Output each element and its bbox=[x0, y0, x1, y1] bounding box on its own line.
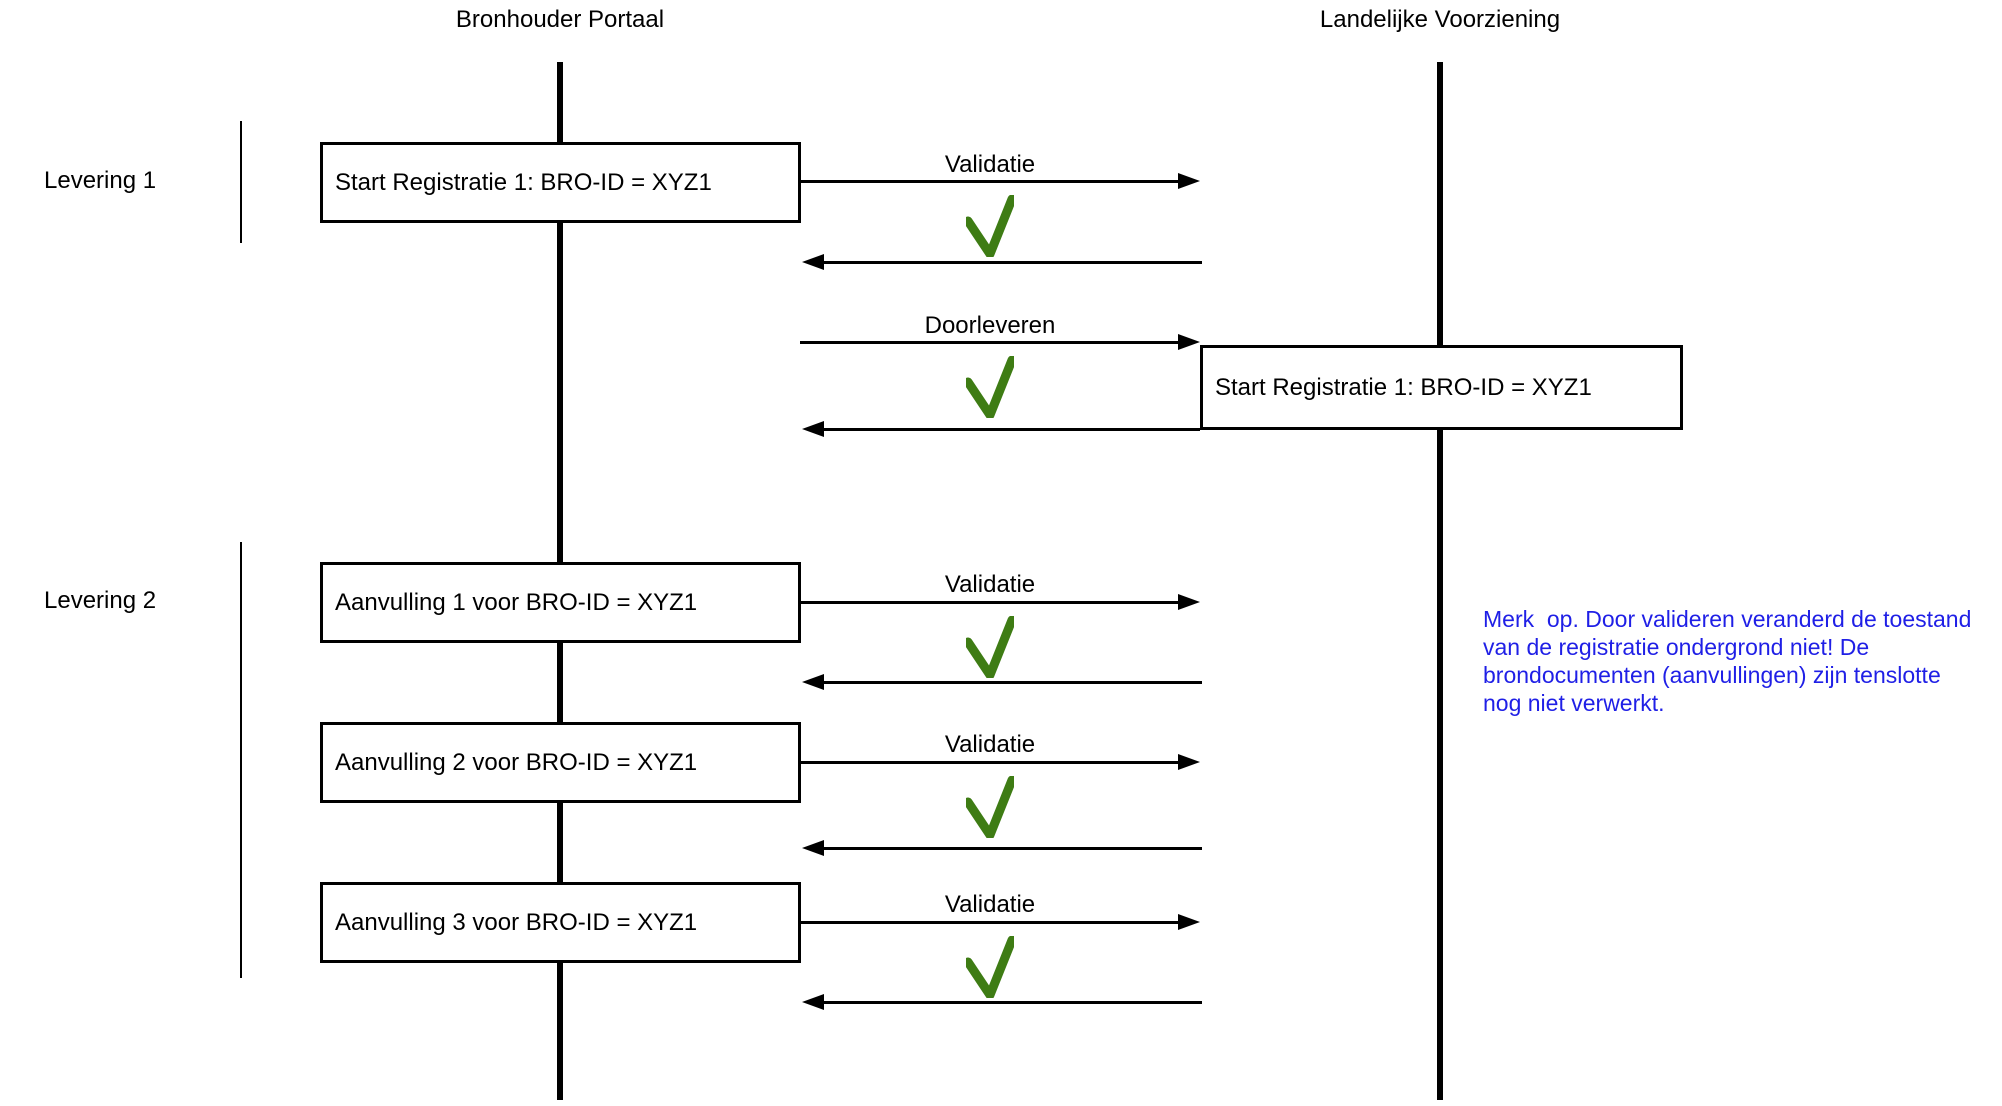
box-start-registratie-right-text: Start Registratie 1: BRO-ID = XYZ1 bbox=[1215, 373, 1592, 401]
arrow-validatie-3-return bbox=[822, 847, 1202, 850]
box-aanvulling-3: Aanvulling 3 voor BRO-ID = XYZ1 bbox=[320, 882, 801, 963]
box-aanvulling-1-text: Aanvulling 1 voor BRO-ID = XYZ1 bbox=[335, 588, 698, 616]
note-line: nog niet verwerkt. bbox=[1483, 690, 1665, 716]
arrowhead-left-icon bbox=[802, 994, 824, 1010]
arrow-doorleveren-forward bbox=[800, 341, 1180, 344]
arrowhead-left-icon bbox=[802, 840, 824, 856]
arrow-validatie-3-forward bbox=[800, 761, 1180, 764]
green-check-icon bbox=[966, 616, 1014, 678]
note-line: van de registratie ondergrond niet! De bbox=[1483, 634, 1870, 660]
arrow-validatie-1-forward bbox=[800, 180, 1180, 183]
arrowhead-right-icon bbox=[1178, 594, 1200, 610]
note-validation-remark: Merk op. Door valideren veranderd de toe… bbox=[1483, 605, 2002, 717]
arrowhead-left-icon bbox=[802, 421, 824, 437]
box-aanvulling-1: Aanvulling 1 voor BRO-ID = XYZ1 bbox=[320, 562, 801, 643]
note-line: brondocumenten (aanvullingen) zijn tensl… bbox=[1483, 662, 1941, 688]
green-check-icon bbox=[966, 356, 1014, 418]
actor-title-bronhouder-portaal: Bronhouder Portaal bbox=[455, 6, 665, 33]
note-line: Merk op. Door valideren veranderd de toe… bbox=[1483, 606, 1972, 632]
box-start-registratie-left-text: Start Registratie 1: BRO-ID = XYZ1 bbox=[335, 168, 712, 196]
levering-2-label: Levering 2 bbox=[44, 587, 157, 614]
actor-title-landelijke-voorziening: Landelijke Voorziening bbox=[1319, 6, 1561, 33]
box-aanvulling-2: Aanvulling 2 voor BRO-ID = XYZ1 bbox=[320, 722, 801, 803]
arrow-validatie-2-return bbox=[822, 681, 1202, 684]
levering-2-bracket bbox=[240, 542, 242, 978]
message-label-doorleveren: Doorleveren bbox=[924, 312, 1056, 339]
box-start-registratie-right: Start Registratie 1: BRO-ID = XYZ1 bbox=[1200, 345, 1683, 430]
arrow-validatie-4-return bbox=[822, 1001, 1202, 1004]
box-aanvulling-3-text: Aanvulling 3 voor BRO-ID = XYZ1 bbox=[335, 908, 698, 936]
message-label-validatie-3: Validatie bbox=[944, 731, 1036, 758]
green-check-icon bbox=[966, 776, 1014, 838]
message-label-validatie-4: Validatie bbox=[944, 891, 1036, 918]
green-check-icon bbox=[966, 195, 1014, 257]
box-start-registratie-left: Start Registratie 1: BRO-ID = XYZ1 bbox=[320, 142, 801, 223]
message-label-validatie-2: Validatie bbox=[944, 571, 1036, 598]
arrow-doorleveren-return bbox=[822, 428, 1200, 431]
arrow-validatie-4-forward bbox=[800, 921, 1180, 924]
lifeline-landelijke-voorziening bbox=[1437, 62, 1443, 1100]
message-label-validatie-1: Validatie bbox=[944, 151, 1036, 178]
arrowhead-left-icon bbox=[802, 674, 824, 690]
box-aanvulling-2-text: Aanvulling 2 voor BRO-ID = XYZ1 bbox=[335, 748, 698, 776]
green-check-icon bbox=[966, 936, 1014, 998]
arrowhead-right-icon bbox=[1178, 334, 1200, 350]
arrowhead-left-icon bbox=[802, 254, 824, 270]
arrow-validatie-2-forward bbox=[800, 601, 1180, 604]
arrowhead-right-icon bbox=[1178, 754, 1200, 770]
arrowhead-right-icon bbox=[1178, 914, 1200, 930]
arrowhead-right-icon bbox=[1178, 173, 1200, 189]
levering-1-bracket bbox=[240, 121, 242, 243]
arrow-validatie-1-return bbox=[822, 261, 1202, 264]
levering-1-label: Levering 1 bbox=[44, 167, 157, 194]
